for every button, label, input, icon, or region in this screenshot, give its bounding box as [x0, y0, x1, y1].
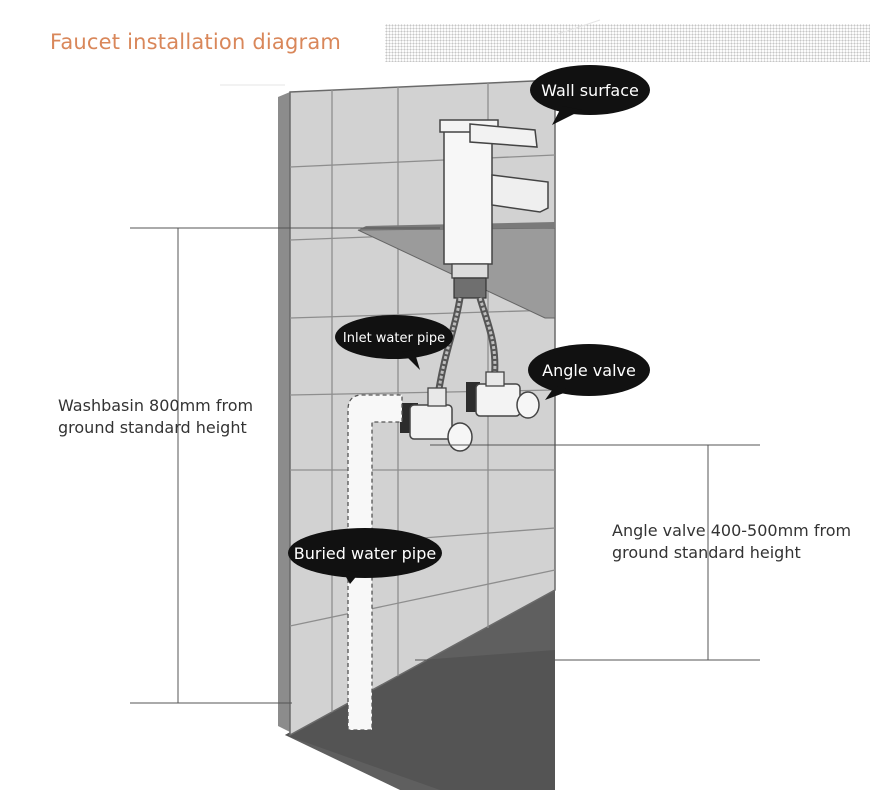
background-guides: [220, 19, 601, 86]
callout-angle-valve-label: Angle valve: [542, 361, 636, 380]
callout-inlet-water-pipe: Inlet water pipe: [335, 315, 453, 370]
callout-buried-water-pipe-label: Buried water pipe: [294, 544, 437, 563]
page-title: Faucet installation diagram: [50, 30, 342, 54]
callout-wall-surface-label: Wall surface: [541, 81, 639, 100]
angle-valve-height-line1: Angle valve 400-500mm from: [612, 521, 852, 540]
angle-valve-height-line2: ground standard height: [612, 543, 801, 562]
callout-wall-surface: Wall surface: [530, 65, 650, 125]
dotted-header-band: [385, 24, 870, 62]
callout-inlet-water-pipe-label: Inlet water pipe: [343, 331, 445, 346]
washbasin-height-line1: Washbasin 800mm from: [58, 396, 254, 415]
dimension-lines: [130, 227, 760, 704]
wall-edge: [278, 92, 290, 732]
floor-shadow: [285, 650, 555, 790]
washbasin-height-line2: ground standard height: [58, 418, 247, 437]
faucet: [439, 119, 549, 299]
callout-angle-valve: Angle valve: [528, 344, 650, 400]
callout-buried-water-pipe: Buried water pipe: [288, 528, 442, 584]
washbasin-height-note: Washbasin 800mm from ground standard hei…: [58, 395, 253, 439]
angle-valve-height-note: Angle valve 400-500mm from ground standa…: [612, 520, 851, 564]
angle-valve-right: [466, 371, 540, 419]
buried-water-pipe: [347, 394, 403, 731]
angle-valve-left: [400, 387, 473, 452]
